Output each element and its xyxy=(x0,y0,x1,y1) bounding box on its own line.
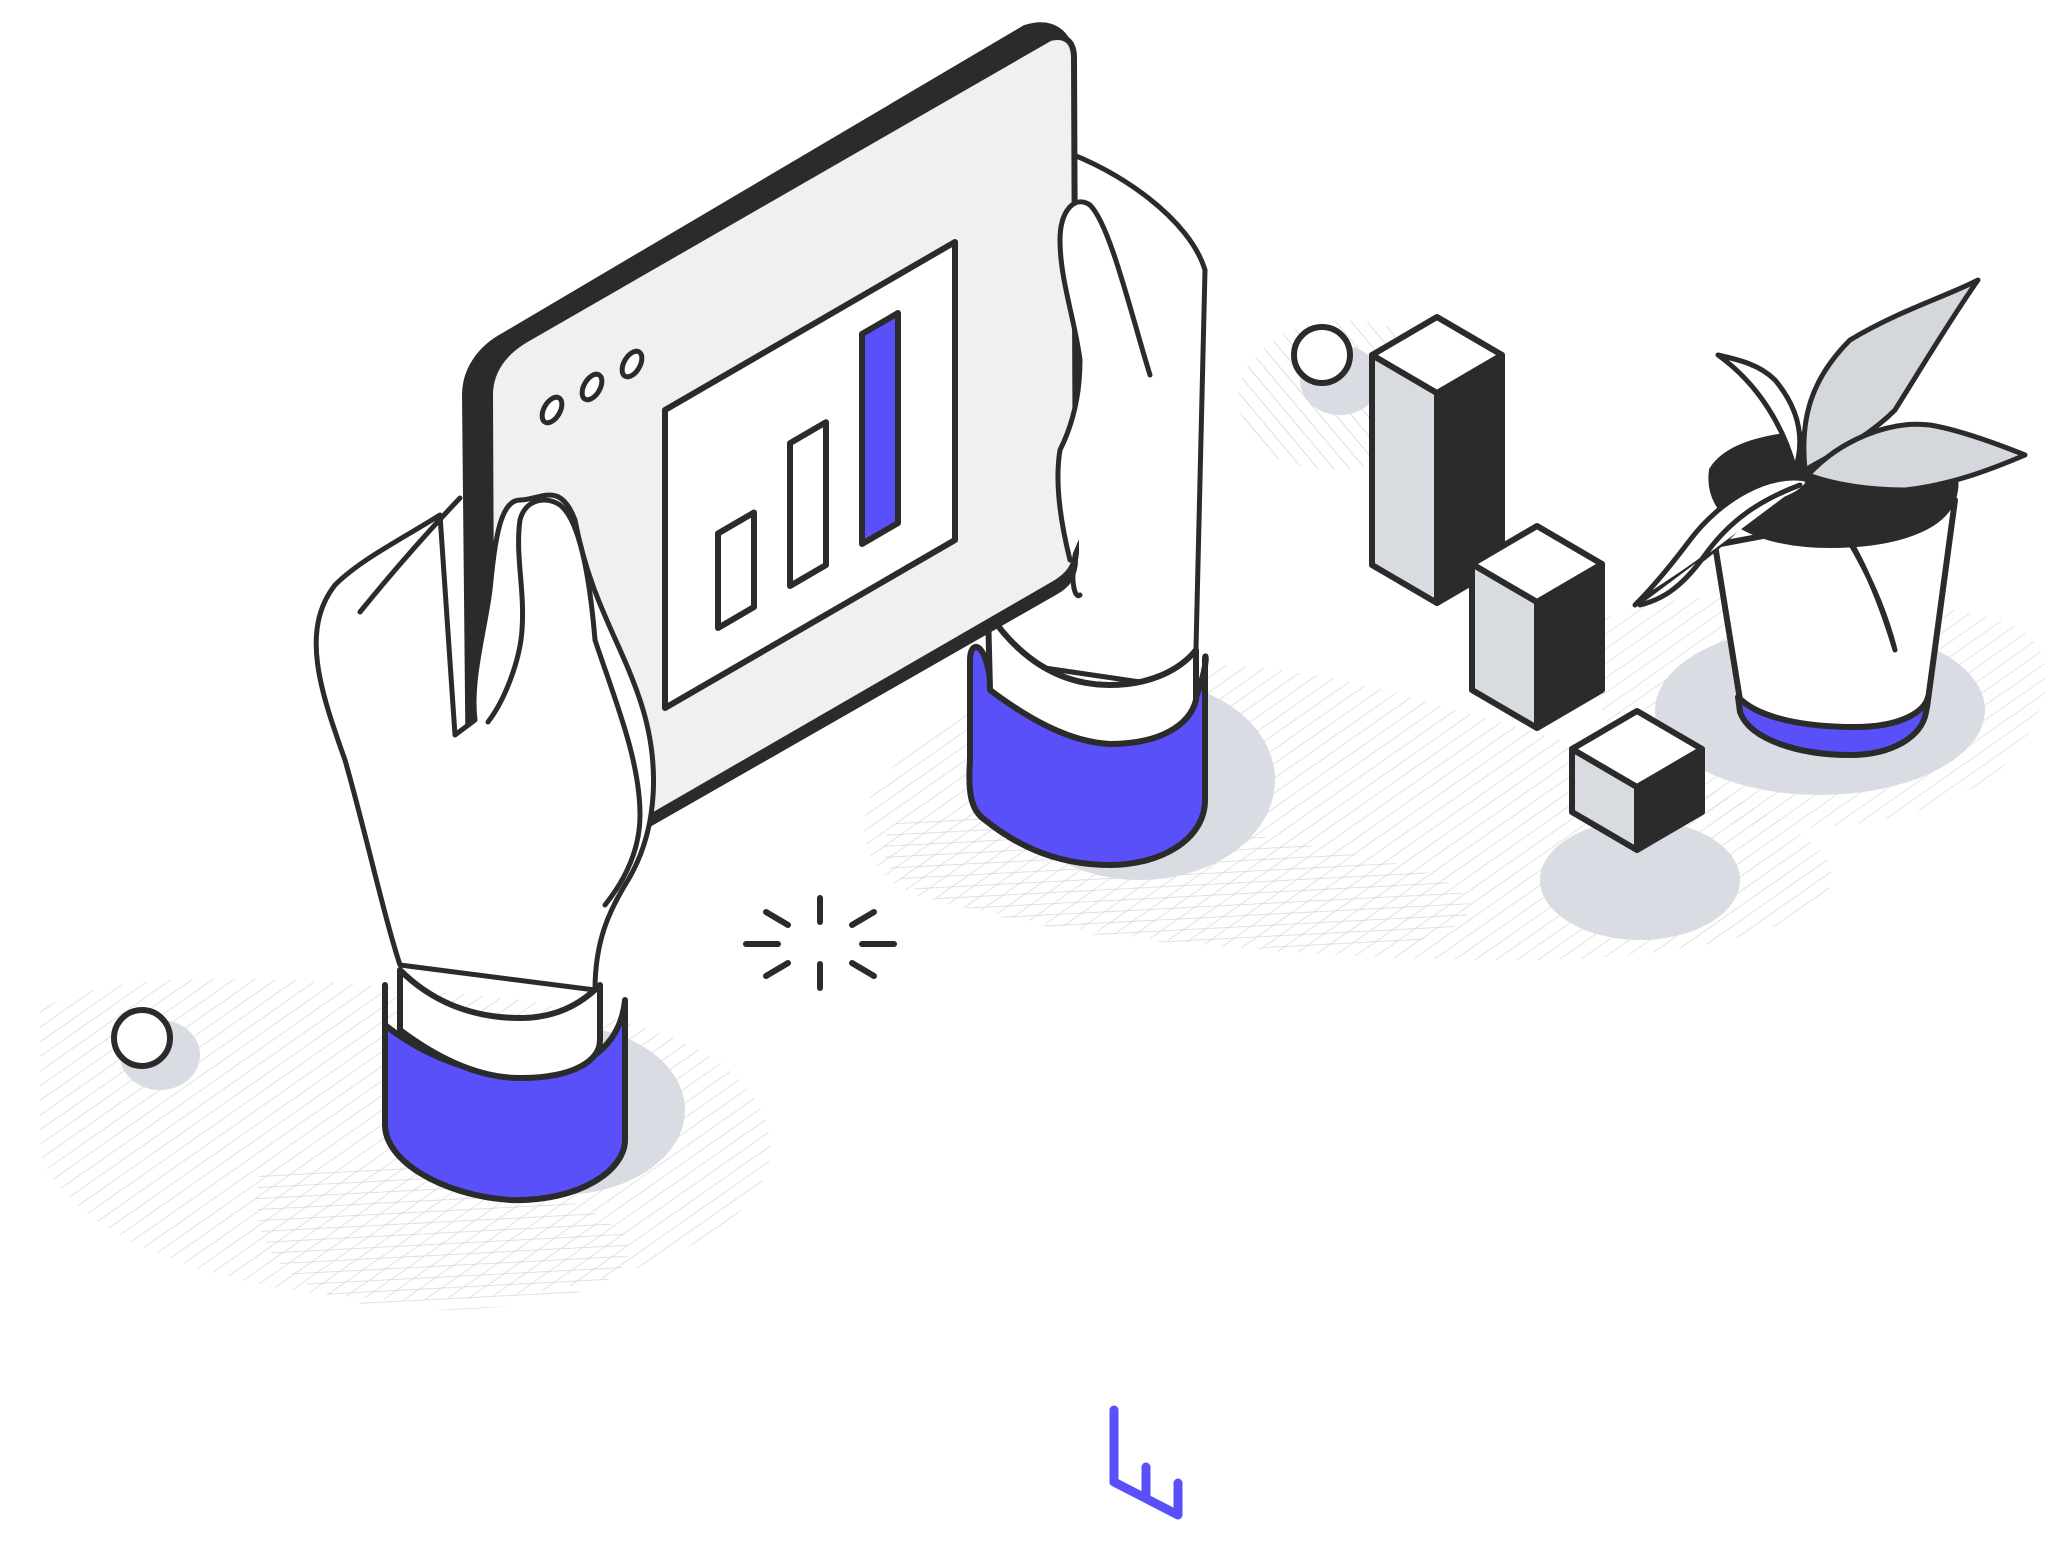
brand-logo-icon xyxy=(1109,1405,1183,1520)
block-face-top xyxy=(1569,708,1705,790)
plant-leaf xyxy=(1805,421,2028,493)
left-knuckle-line xyxy=(357,495,463,615)
screen-bar xyxy=(787,419,829,589)
circle-decoration-icon xyxy=(1291,324,1353,386)
plant-leaf xyxy=(1715,352,1803,473)
circle-decoration-icon xyxy=(111,1007,173,1069)
right-hand-front-edge xyxy=(1070,557,1083,599)
window-dot xyxy=(579,371,605,403)
left-thumb xyxy=(485,497,643,908)
screen-bars xyxy=(715,310,901,631)
right-hand-fingers xyxy=(1055,199,1153,563)
plant-leaf xyxy=(1637,482,1803,608)
plant-leaf xyxy=(1801,277,1981,473)
plant-pot-band xyxy=(1735,694,1931,758)
block-face-top xyxy=(1369,314,1505,396)
window-dot xyxy=(539,394,565,426)
right-sleeve-band xyxy=(985,609,1199,747)
screen-bar xyxy=(859,310,901,547)
block-face-left xyxy=(1369,352,1440,606)
sparkle-icon xyxy=(743,895,897,991)
isometric-bar-blocks-icon xyxy=(1369,314,1705,853)
window-dots xyxy=(539,348,645,426)
left-sleeve-band xyxy=(397,967,603,1081)
plant-leaf xyxy=(1797,467,1898,653)
potted-plant-icon xyxy=(1632,277,2028,758)
window-dot xyxy=(619,348,645,380)
hands-holding-tablet-icon xyxy=(313,22,1209,1204)
shadow-blocks xyxy=(1540,820,1740,940)
block-face-top xyxy=(1469,523,1605,605)
screen-bar xyxy=(715,509,757,631)
